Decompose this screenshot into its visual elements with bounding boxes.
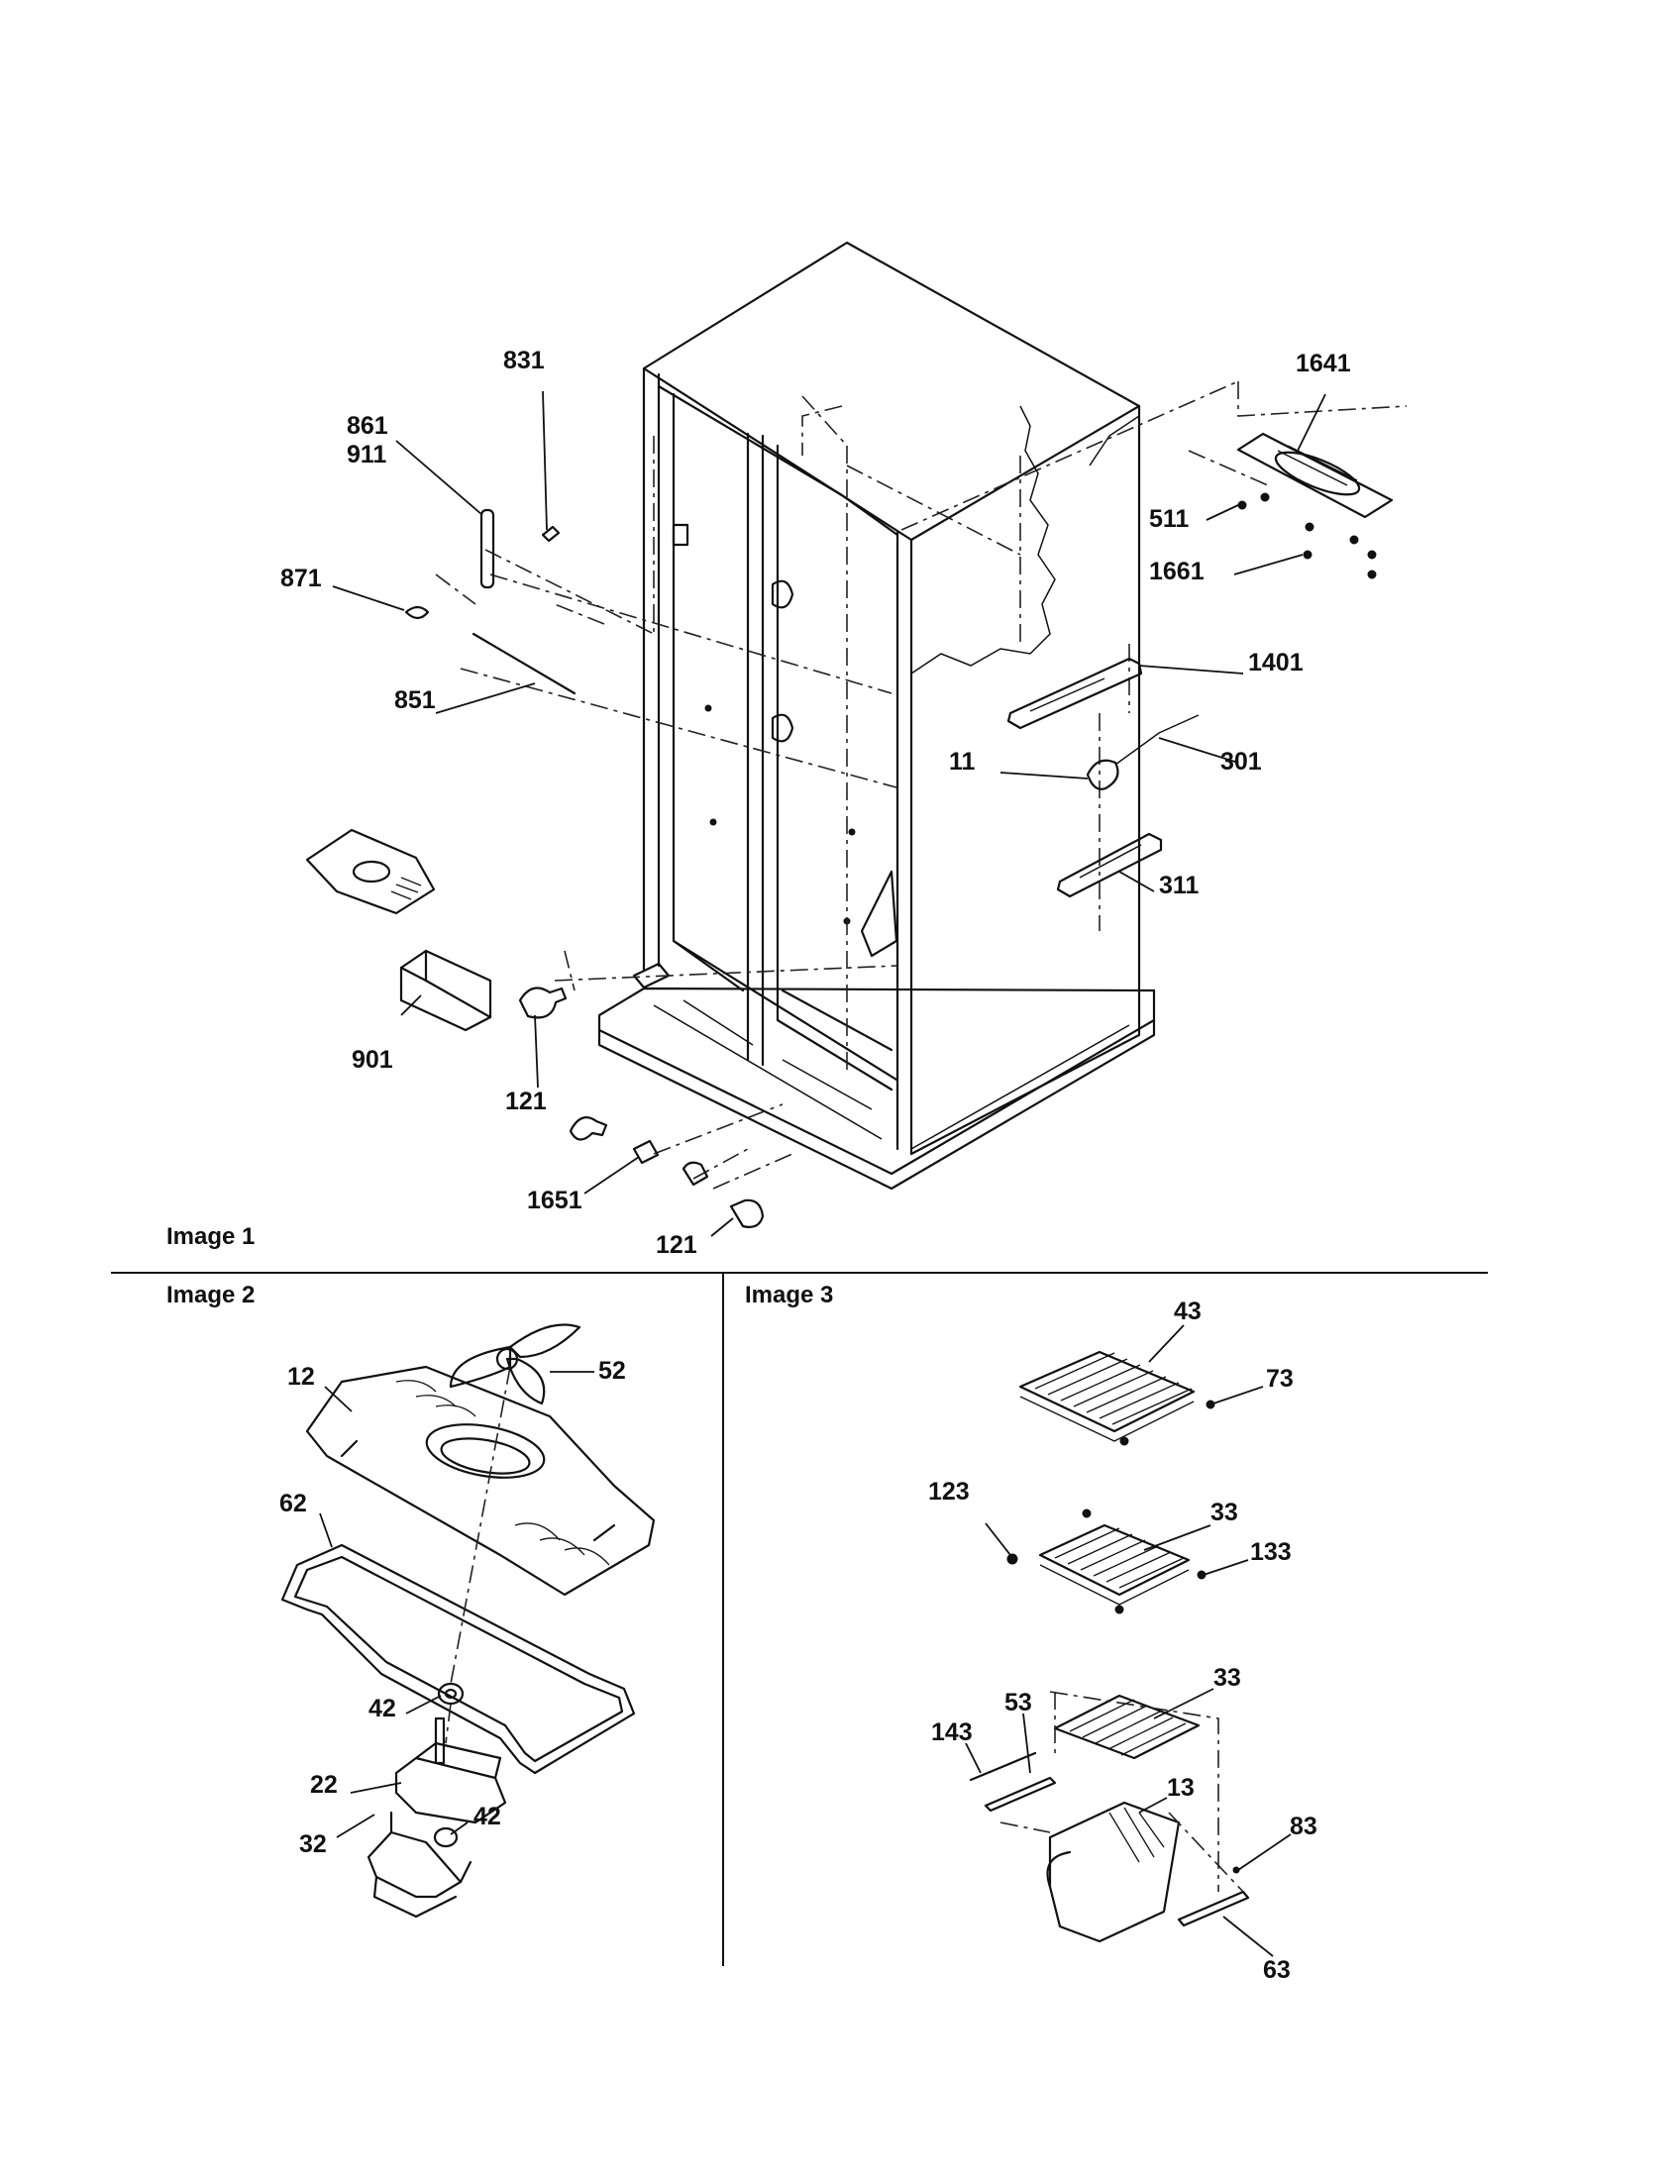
callout-42-lower: 42 (473, 1803, 501, 1830)
callout-62: 62 (279, 1490, 307, 1517)
part-bracket-1641 (1236, 432, 1394, 519)
part-socket-lower (682, 1161, 709, 1187)
part-bulb-121-c (729, 1198, 765, 1228)
slide-53 (984, 1776, 1057, 1813)
callout-1641: 1641 (1296, 350, 1351, 377)
part-clip-871 (404, 605, 430, 620)
part-rod-851 (472, 632, 577, 695)
callout-311: 311 (1159, 872, 1200, 899)
callout-133: 133 (1250, 1538, 1292, 1566)
callout-123: 123 (928, 1478, 970, 1506)
callout-1401: 1401 (1248, 649, 1304, 676)
part-bulb-121-a (518, 987, 568, 1019)
callout-831: 831 (503, 347, 545, 374)
leaders-3 (965, 1324, 1292, 1957)
leaders-2 (319, 1371, 594, 1838)
motor-bracket-32 (367, 1811, 472, 1919)
assembly-lines-3 (999, 1691, 1244, 1893)
callout-42-upper: 42 (368, 1695, 396, 1722)
callout-53: 53 (1004, 1689, 1032, 1716)
callout-32: 32 (299, 1830, 327, 1858)
shelf-43 (1018, 1350, 1196, 1446)
callout-871: 871 (280, 565, 322, 592)
slide-63 (1177, 1890, 1250, 1927)
rod-143 (969, 1751, 1037, 1782)
part-clip-831 (541, 525, 561, 543)
part-bracket-1401 (1006, 657, 1143, 730)
callout-13: 13 (1167, 1774, 1195, 1802)
panel-title-image-2: Image 2 (166, 1282, 256, 1308)
part-bulb-121-b (569, 1116, 608, 1141)
callout-1661: 1661 (1149, 558, 1205, 585)
callout-33-lower: 33 (1213, 1664, 1241, 1692)
callout-901: 901 (352, 1046, 393, 1074)
gasket-62 (280, 1543, 636, 1775)
part-cover-901 (399, 949, 492, 1032)
bin-13 (1046, 1801, 1181, 1943)
assembly-lines-2 (445, 1366, 511, 1744)
callout-63: 63 (1263, 1956, 1291, 1984)
panel-title-image-3: Image 3 (745, 1282, 834, 1308)
grommet-42-lower (433, 1826, 459, 1848)
fan-blade-52 (449, 1323, 581, 1405)
assembly-lines-1 (435, 380, 1408, 1190)
part-bracket-311 (1056, 832, 1163, 898)
screw-123 (1006, 1553, 1018, 1565)
callout-12: 12 (287, 1363, 315, 1391)
part-fan-assembly (305, 828, 436, 915)
callout-73: 73 (1266, 1365, 1294, 1393)
part-screws-511-1661 (1237, 492, 1377, 579)
callout-43: 43 (1174, 1298, 1202, 1325)
callout-1651: 1651 (527, 1187, 582, 1214)
grommet-42-upper (437, 1682, 465, 1706)
callout-301: 301 (1220, 748, 1262, 776)
shelf-33-upper (1038, 1508, 1191, 1614)
callout-52: 52 (598, 1357, 626, 1385)
callout-83: 83 (1290, 1813, 1317, 1840)
callout-33-upper: 33 (1210, 1499, 1238, 1526)
callout-511: 511 (1149, 505, 1190, 533)
callout-22: 22 (310, 1771, 338, 1799)
panel-title-image-1: Image 1 (166, 1223, 256, 1250)
callout-851: 851 (394, 686, 436, 714)
callout-121-a: 121 (505, 1088, 547, 1115)
fan-shroud-12 (305, 1365, 656, 1597)
shelf-33-lower (1053, 1694, 1201, 1760)
callout-143: 143 (931, 1718, 973, 1746)
callout-861: 861 (347, 412, 388, 440)
cabinet (597, 241, 1156, 1191)
part-tube-861 (479, 508, 495, 589)
callout-911: 911 (347, 441, 387, 468)
fan-motor-22 (394, 1716, 507, 1824)
part-thermostat-11 (1086, 714, 1200, 790)
callout-11: 11 (949, 748, 976, 776)
part-socket-1651 (632, 1139, 660, 1165)
leaders-1 (332, 390, 1326, 1237)
screw-73 (1206, 1400, 1215, 1409)
callout-121-b: 121 (656, 1231, 697, 1259)
